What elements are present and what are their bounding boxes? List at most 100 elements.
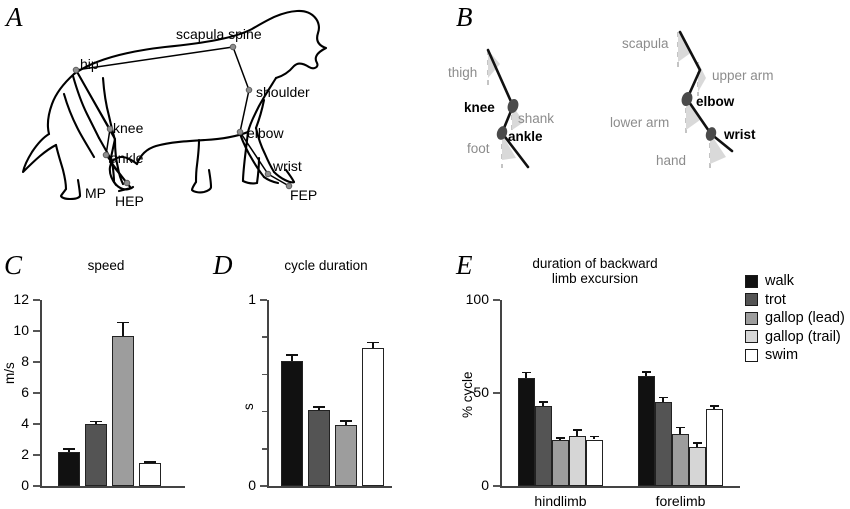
plotD-bar-swim-errorbar: [362, 341, 384, 349]
joint-elbow-marker: [681, 91, 693, 107]
plotE-bar-forelimb-walk-errorbar: [638, 371, 655, 377]
joint-angle-svg: thigh shank foot knee ankle: [448, 30, 774, 170]
plotC-bar-gallop-lead--errorbar: [112, 321, 134, 337]
plotC-bar-walk[interactable]: [58, 451, 80, 486]
plotC-bar-swim[interactable]: [139, 462, 161, 486]
label-scapula: scapula: [622, 36, 669, 51]
plotE-bar-forelimb-trot[interactable]: [655, 402, 672, 486]
plotD-bar-gallop-lead-[interactable]: [335, 424, 357, 486]
plotE-ytick: [493, 299, 500, 301]
joint-marker-fep: [285, 182, 293, 190]
legend-swatch-walk: [745, 274, 758, 288]
plotC-bar-gallop-lead-[interactable]: [112, 336, 134, 486]
plotD-ytick-label: 0: [248, 477, 256, 493]
legend-label-swim: swim: [765, 347, 799, 363]
plotC-ytick-label: 8: [21, 353, 29, 369]
legend-swatch-swim: [745, 348, 758, 362]
legend-item-gallop-lead[interactable]: gallop (lead): [745, 309, 845, 328]
legend-item-swim[interactable]: swim: [745, 346, 845, 365]
plotC-ytick: [33, 454, 40, 456]
plotC-ytick-label: 2: [21, 446, 29, 462]
plotD-bar-trot-errorbar: [308, 406, 330, 410]
angle-wedge-scapula: [678, 32, 692, 62]
plotC-ytick-label: 4: [21, 415, 29, 431]
label-hip: hip: [80, 56, 99, 72]
dog-outline-svg: scapula spine hip shoulder knee elbow an…: [21, 9, 328, 209]
plotE-bar-forelimb-gallop-lead-[interactable]: [672, 433, 689, 486]
legend-item-gallop-trail[interactable]: gallop (trail): [745, 328, 845, 347]
panel-letter-e: E: [456, 250, 473, 280]
legend-label-gallop-lead: gallop (lead): [765, 310, 845, 326]
label-ankle: ankle: [508, 129, 543, 144]
plotD-ytick-label: 1: [248, 291, 256, 307]
legend-swatch-trot: [745, 293, 758, 307]
chart-d-title: cycle duration: [284, 258, 368, 273]
plotE-bar-hindlimb-gallop-trail-[interactable]: [569, 435, 586, 486]
plotD-ytick: [262, 336, 267, 338]
plotE-ytick-label: 100: [465, 291, 489, 307]
label-wrist: wrist: [723, 127, 756, 142]
label-foot: foot: [467, 141, 490, 156]
plotD-bar-walk[interactable]: [281, 361, 303, 486]
hindlimb-stick: [486, 48, 530, 169]
plotE-bar-forelimb-gallop-trail-[interactable]: [689, 446, 706, 486]
panel-e-excursion-chart: E duration of backward limb excursion % …: [450, 250, 750, 509]
plotD-y-axis: [267, 300, 269, 486]
plotD-bar-trot[interactable]: [308, 409, 330, 486]
joint-knee-marker: [507, 98, 519, 114]
plotC-ytick-label: 10: [13, 322, 29, 338]
panel-letter-d: D: [213, 250, 233, 280]
plotE-bar-hindlimb-swim[interactable]: [586, 439, 603, 486]
plotE-ytick: [493, 485, 500, 487]
panel-a-dog-diagram: A: [0, 0, 430, 232]
plotC-ytick: [33, 330, 40, 332]
chart-e-title-line1: duration of backward: [532, 256, 658, 271]
plotD-bar-swim[interactable]: [362, 348, 384, 486]
legend-label-walk: walk: [765, 273, 795, 289]
joint-wrist-marker: [705, 127, 717, 141]
label-elbow: elbow: [247, 125, 284, 141]
plotE-bar-hindlimb-walk[interactable]: [518, 378, 535, 486]
label-wrist: wrist: [272, 158, 302, 174]
plotD-bar-walk-errorbar: [281, 353, 303, 362]
plotE-bar-hindlimb-swim-errorbar: [586, 435, 603, 440]
plotE-xtick-label-forelimb: forelimb: [655, 493, 706, 509]
label-knee: knee: [464, 100, 495, 115]
label-ankle: ankle: [110, 150, 144, 166]
plotE-bar-hindlimb-gallop-lead-[interactable]: [552, 440, 569, 486]
label-scapula-spine: scapula spine: [176, 26, 262, 42]
plotE-bar-forelimb-walk[interactable]: [638, 376, 655, 486]
joint-marker-hip: [72, 66, 80, 74]
joint-marker-hep: [123, 179, 131, 187]
plotC-x-axis: [40, 486, 185, 488]
plotE-bar-hindlimb-gallop-trail--errorbar: [569, 429, 586, 436]
plotE-bar-hindlimb-trot[interactable]: [535, 406, 552, 486]
label-hand: hand: [656, 153, 686, 168]
plotE-x-axis: [500, 486, 740, 488]
panel-letter-a: A: [6, 2, 23, 32]
plotC-ytick-label: 6: [21, 384, 29, 400]
plotE-ytick-label: 0: [481, 477, 489, 493]
plotE-bar-forelimb-gallop-trail--errorbar: [689, 442, 706, 447]
label-elbow: elbow: [696, 94, 735, 109]
plotE-bar-forelimb-swim[interactable]: [706, 408, 723, 486]
plotE-xtick-label-hindlimb: hindlimb: [534, 493, 587, 509]
joint-marker-wrist: [264, 170, 272, 178]
plotC-bar-trot[interactable]: [85, 424, 107, 486]
plotE-ytick-label: 50: [473, 384, 489, 400]
legend-item-trot[interactable]: trot: [745, 291, 845, 310]
chart-d-ylabel: s: [241, 403, 256, 410]
joint-marker-scapula-spine: [229, 43, 237, 51]
plotE-y-axis: [500, 300, 502, 486]
plotE-bar-hindlimb-walk-errorbar: [518, 371, 535, 379]
label-mp: MP: [85, 185, 106, 201]
plotE-bar-hindlimb-trot-errorbar: [535, 401, 552, 406]
joint-marker-shoulder: [245, 86, 253, 94]
plotC-ytick: [33, 423, 40, 425]
chart-c-title: speed: [87, 258, 125, 273]
plotD-ytick: [262, 448, 267, 450]
legend-item-walk[interactable]: walk: [745, 272, 845, 291]
chart-e-title-line2: limb excursion: [551, 271, 639, 286]
